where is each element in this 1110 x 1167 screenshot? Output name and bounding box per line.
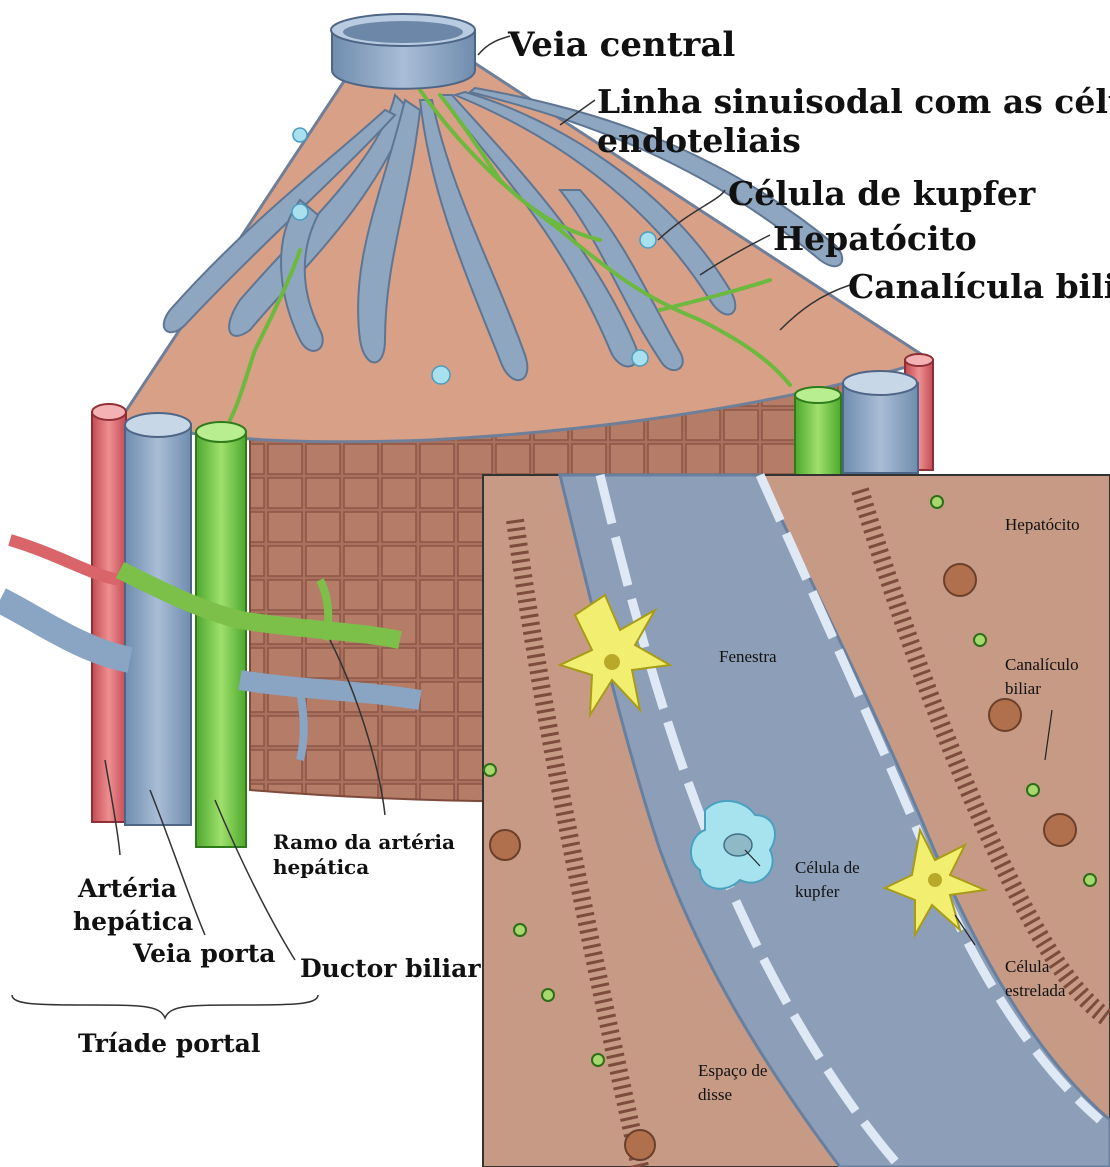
central-vein <box>331 14 475 89</box>
inset-label-fenestra: Fenestra <box>719 647 777 666</box>
label-bile-canaliculus: Canalícula biliar <box>848 267 1110 306</box>
inset-panel <box>483 475 1110 1167</box>
inset-label-disse-2: disse <box>698 1085 732 1104</box>
label-central-vein: Veia central <box>507 25 735 65</box>
portal-triad-brace <box>12 995 318 1018</box>
inset-label-hepatocyte: Hepatócito <box>1005 515 1080 534</box>
inset-label-disse-1: Espaço de <box>698 1061 767 1080</box>
inset-label-canaliculus-2: biliar <box>1005 679 1041 698</box>
label-hepatic-artery-1: Artéria <box>77 874 177 903</box>
inset-label-kupffer-2: kupfer <box>795 882 840 901</box>
label-hepatic-artery-2: hepática <box>73 907 193 936</box>
label-bile-duct: Ductor biliar <box>300 954 481 983</box>
label-artery-branch-2: hepática <box>273 855 369 879</box>
inset-label-stellate-1: Célula <box>1005 957 1050 976</box>
label-kupffer-cell: Célula de kupfer <box>728 174 1036 213</box>
label-sinusoid-line-2: endoteliais <box>597 121 801 160</box>
inset-label-kupffer-1: Célula de <box>795 858 860 877</box>
label-portal-vein: Veia porta <box>132 939 275 968</box>
inset-label-stellate-2: estrelada <box>1005 981 1066 1000</box>
inset-label-canaliculus-1: Canalículo <box>1005 655 1079 674</box>
label-sinusoid-line-1: Linha sinuisodal com as células <box>597 82 1110 121</box>
label-portal-triad: Tríade portal <box>78 1029 260 1058</box>
label-hepatocyte: Hepatócito <box>773 219 977 258</box>
label-artery-branch-1: Ramo da artéria <box>273 830 455 854</box>
